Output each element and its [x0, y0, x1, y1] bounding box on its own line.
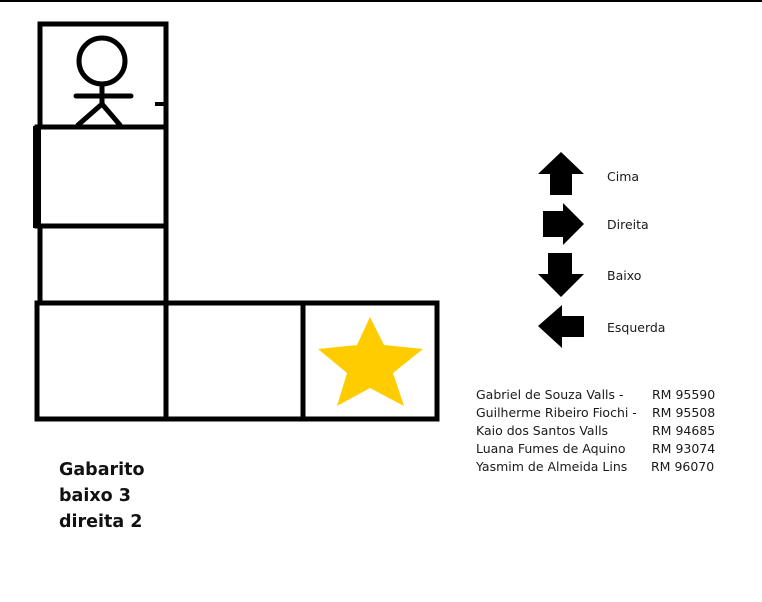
legend-label-down: Baixo: [607, 268, 642, 283]
grid-cell: [37, 223, 169, 306]
team-member-name: Gabriel de Souza Valls -: [476, 387, 624, 402]
team-member-rm: RM 94685: [652, 423, 716, 438]
team-member-rm: RM 96070: [651, 459, 715, 474]
grid-cell: [34, 124, 169, 229]
team-member-rm: RM 93074: [652, 441, 716, 456]
team-member-name: Kaio dos Santos Valls: [476, 423, 609, 438]
legend-label-right: Direita: [607, 217, 649, 232]
grid-cell-goal: [300, 300, 440, 422]
answer-key-step: baixo 3: [59, 486, 131, 506]
team-member-name: Guilherme Ribeiro Fiochi -: [476, 405, 637, 420]
arrow-right-icon: [543, 203, 584, 245]
stick-figure-icon: [73, 35, 134, 128]
star-icon: [318, 317, 423, 406]
team-member-rm: RM 95508: [652, 405, 716, 420]
grid-cell: [163, 300, 306, 422]
arrow-left-icon: [538, 305, 584, 348]
legend-label-left: Esquerda: [607, 320, 666, 335]
arrow-up-icon: [538, 152, 584, 195]
grid-cell: [34, 300, 169, 422]
team-member-name: Luana Fumes de Aquino: [476, 441, 626, 456]
legend-label-up: Cima: [607, 169, 640, 184]
team-member-name: Yasmim de Almeida Lins: [476, 459, 628, 474]
team-member-rm: RM 95590: [652, 387, 716, 402]
answer-key-title: Gabarito: [59, 460, 145, 480]
arrow-down-icon: [538, 253, 584, 297]
top-border-line: [0, 0, 762, 2]
answer-key-step: direita 2: [59, 512, 143, 532]
